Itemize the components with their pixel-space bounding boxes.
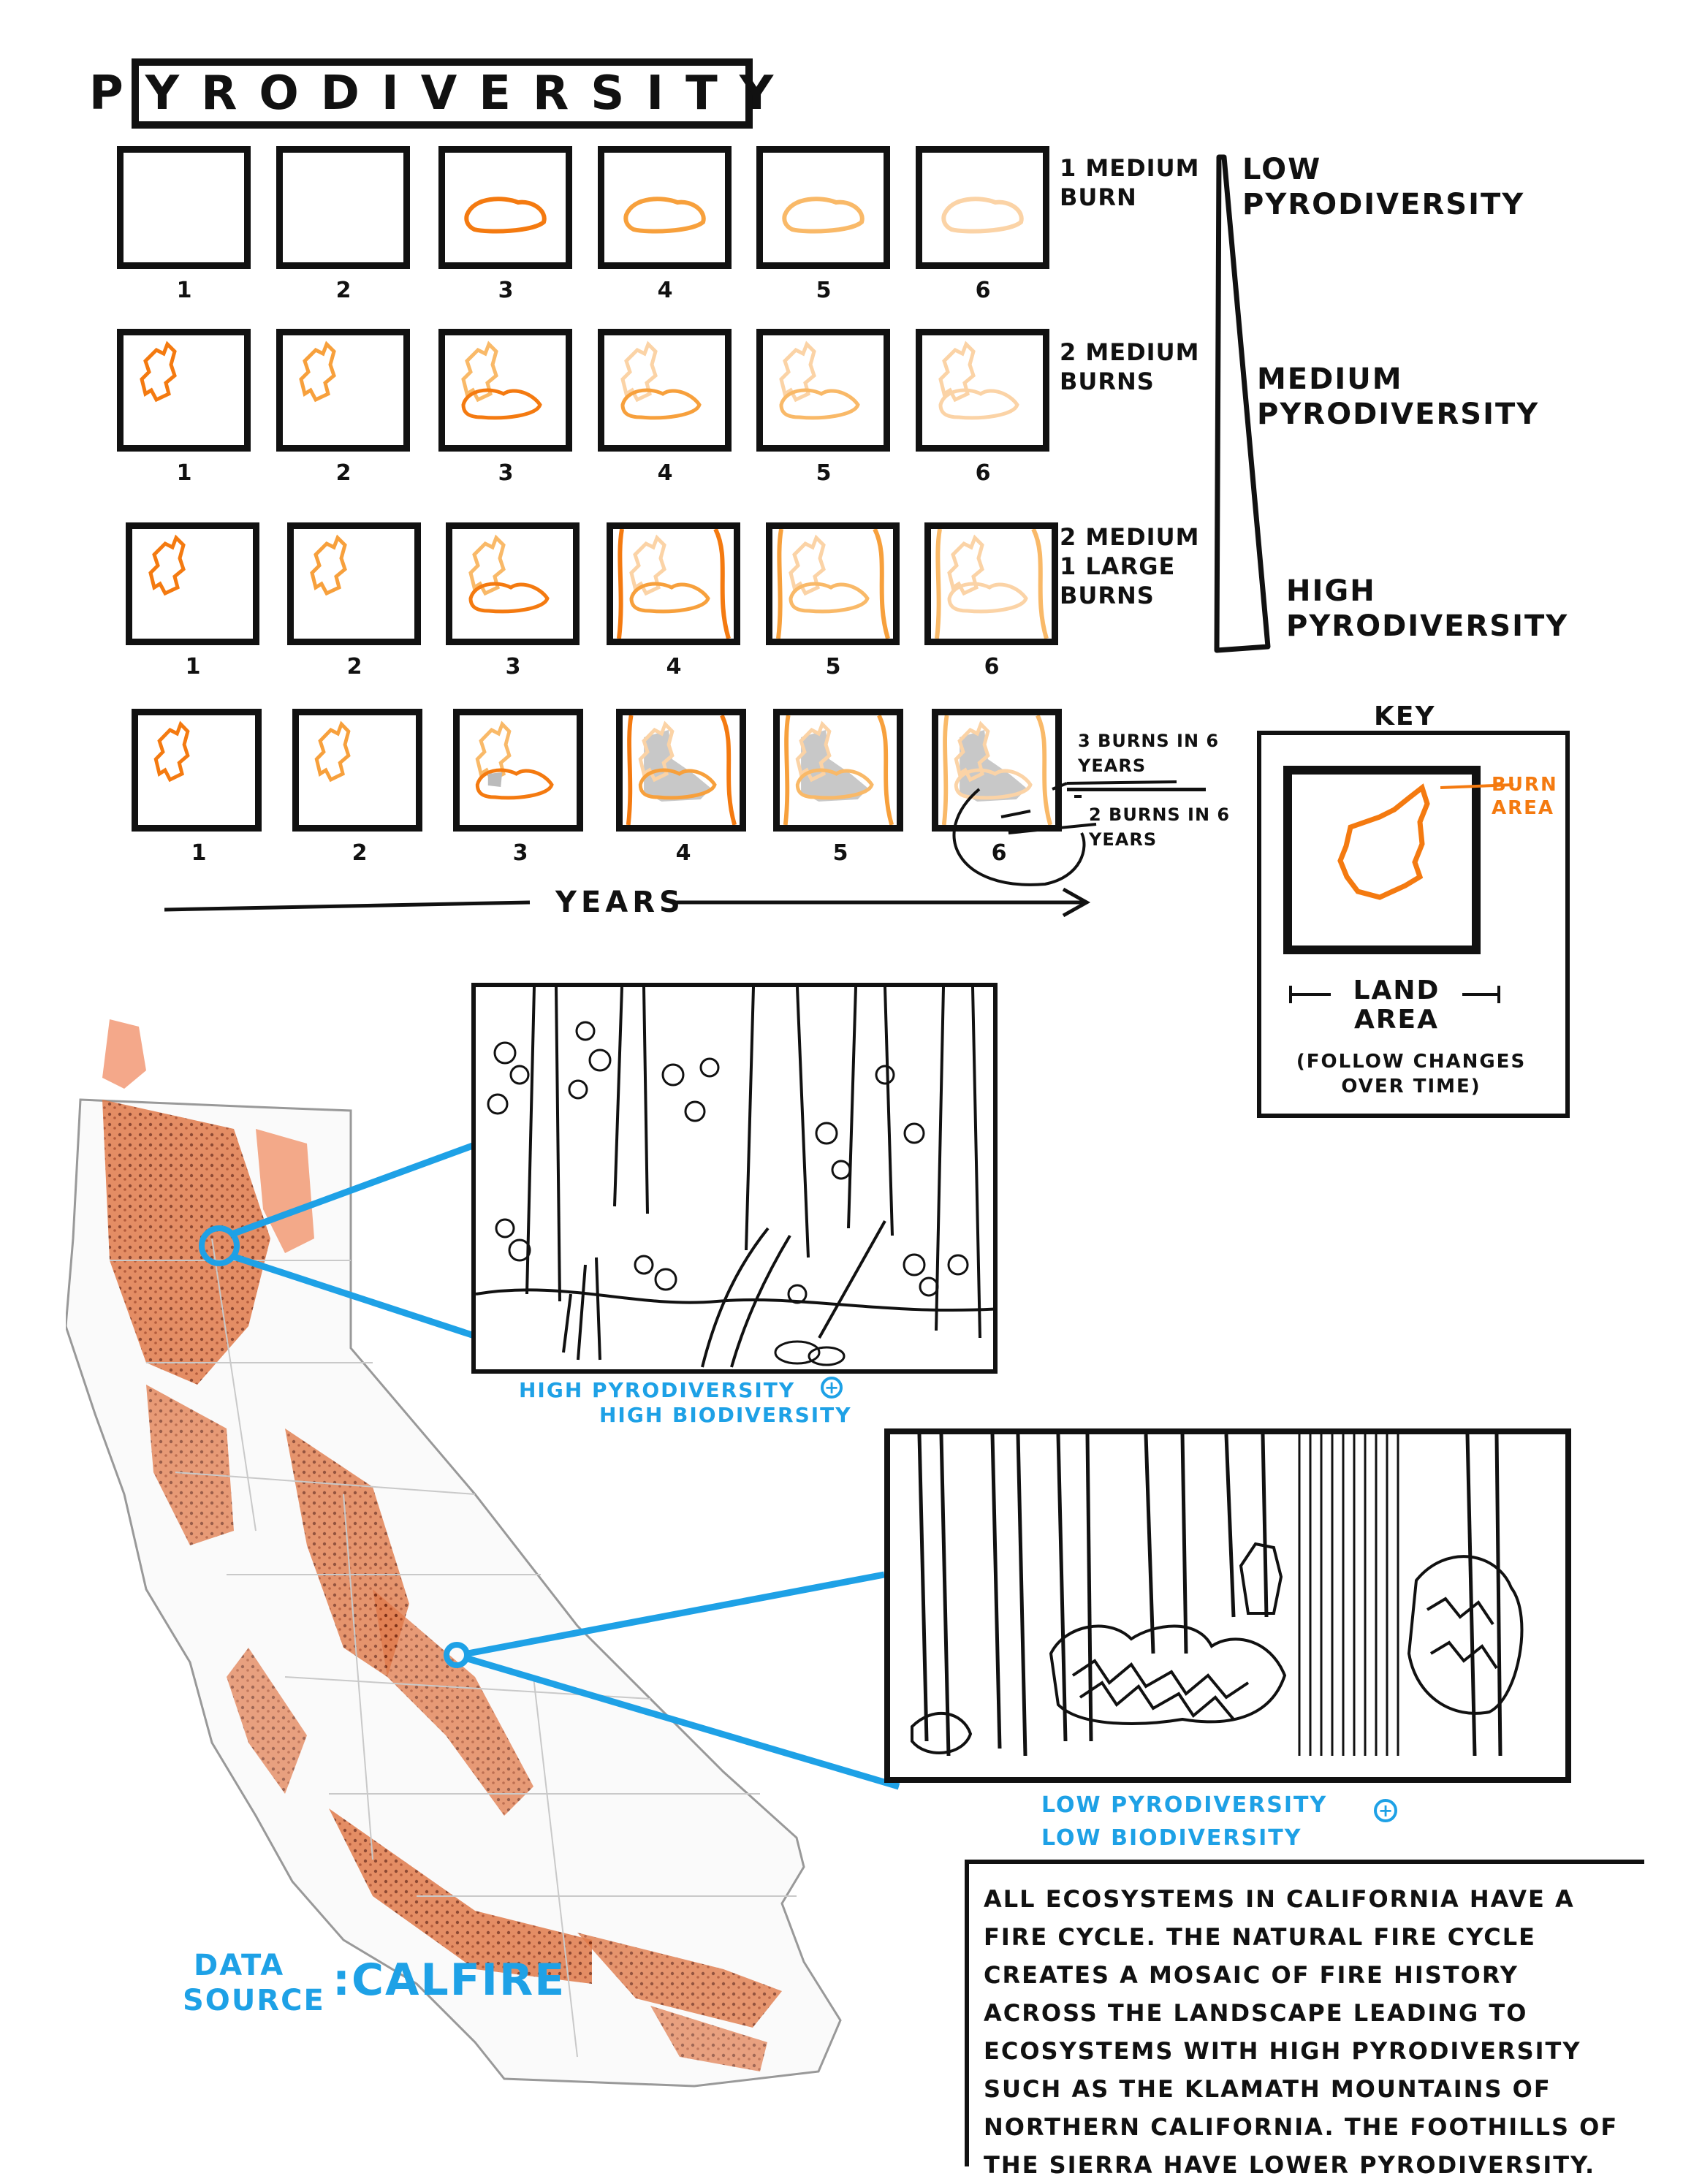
burn-panel-row3-year2 bbox=[287, 522, 421, 645]
burn-panel-row1-year1 bbox=[117, 146, 251, 269]
data-source-label2: SOURCE bbox=[183, 1984, 325, 2017]
year-number-row4-3: 3 bbox=[512, 840, 528, 866]
scale-medium-label: MEDIUM PYRODIVERSITY bbox=[1257, 362, 1540, 431]
data-source-label1: DATA bbox=[194, 1949, 285, 1982]
burn-panel-row1-year3 bbox=[438, 146, 572, 269]
burn-panel-row3-year5 bbox=[766, 522, 900, 645]
year-number-row4-5: 5 bbox=[832, 840, 848, 866]
burn-panel-row2-year2 bbox=[276, 329, 410, 452]
callout-high-line1: HIGH PYRODIVERSITY bbox=[519, 1378, 796, 1402]
year-number-row4-2: 2 bbox=[352, 840, 368, 866]
year-number-row3-5: 5 bbox=[825, 654, 841, 680]
callout-high-line2: HIGH BIODIVERSITY bbox=[599, 1403, 852, 1427]
row2-label: 2 MEDIUM BURNS bbox=[1060, 338, 1200, 395]
year-number-row2-1: 1 bbox=[176, 460, 192, 486]
forest-sketch-low-diversity bbox=[884, 1428, 1571, 1783]
burn-panel-row2-year1 bbox=[117, 329, 251, 452]
row3-label: 2 MEDIUM 1 LARGE BURNS bbox=[1060, 523, 1200, 609]
key-title: KEY bbox=[1374, 701, 1436, 731]
burn-panel-row1-year4 bbox=[598, 146, 732, 269]
year-number-row2-2: 2 bbox=[335, 460, 352, 486]
annotation-two-burns: 2 BURNS IN 6 YEARS bbox=[1089, 804, 1231, 850]
year-number-row3-2: 2 bbox=[346, 654, 362, 680]
key-burn-shape bbox=[1337, 783, 1430, 900]
year-number-row1-5: 5 bbox=[816, 278, 832, 303]
year-number-row3-6: 6 bbox=[984, 654, 1000, 680]
callout-high-plus-icon: + bbox=[821, 1377, 843, 1399]
callout-low-line1: LOW PYRODIVERSITY bbox=[1041, 1792, 1328, 1818]
key-burn-area-label: BURN AREA bbox=[1492, 774, 1558, 819]
burn-panel-row3-year6 bbox=[924, 522, 1058, 645]
data-source-value: :CALFIRE bbox=[333, 1955, 566, 2006]
year-number-row4-6: 6 bbox=[991, 840, 1007, 866]
burn-panel-row1-year2 bbox=[276, 146, 410, 269]
key-land-square bbox=[1283, 766, 1481, 954]
scale-high-label: HIGH PYRODIVERSITY bbox=[1286, 574, 1569, 643]
description-text: ALL ECOSYSTEMS IN CALIFORNIA HAVE A FIRE… bbox=[984, 1885, 1619, 2179]
scale-low-label: LOW PYRODIVERSITY bbox=[1242, 153, 1525, 221]
year-number-row3-3: 3 bbox=[505, 654, 521, 680]
california-fire-map bbox=[66, 1019, 842, 2088]
year-number-row3-1: 1 bbox=[185, 654, 201, 680]
key-burn-leader bbox=[1440, 783, 1514, 789]
burn-panel-row4-year1 bbox=[132, 709, 262, 832]
annotation-divider bbox=[1067, 788, 1206, 791]
pyrodiversity-scale-wedge bbox=[1214, 154, 1271, 653]
callout-low-plus-icon: + bbox=[1374, 1799, 1397, 1822]
year-number-row4-4: 4 bbox=[675, 840, 691, 866]
burn-panel-row4-year2 bbox=[292, 709, 422, 832]
key-land-area-label: LAND AREA bbox=[1353, 975, 1440, 1035]
burn-panel-row1-year5 bbox=[756, 146, 890, 269]
key-land-bracket bbox=[1289, 986, 1500, 1003]
axis-label-years: YEARS bbox=[555, 886, 685, 919]
burn-panel-row2-year4 bbox=[598, 329, 732, 452]
year-number-row3-4: 4 bbox=[666, 654, 682, 680]
callout-low-line2: LOW BIODIVERSITY bbox=[1041, 1825, 1302, 1851]
years-axis-arrow bbox=[164, 887, 1091, 918]
year-number-row2-4: 4 bbox=[657, 460, 673, 486]
annotation-arrows bbox=[952, 780, 1177, 886]
burn-panel-row2-year3 bbox=[438, 329, 572, 452]
burn-panel-row3-year1 bbox=[126, 522, 259, 645]
year-number-row1-3: 3 bbox=[498, 278, 514, 303]
year-number-row1-6: 6 bbox=[975, 278, 991, 303]
year-number-row1-4: 4 bbox=[657, 278, 673, 303]
year-number-row2-5: 5 bbox=[816, 460, 832, 486]
burn-panel-row4-year5 bbox=[773, 709, 903, 832]
burn-panel-row2-year5 bbox=[756, 329, 890, 452]
burn-panel-row3-year3 bbox=[446, 522, 580, 645]
burn-panel-row4-year6 bbox=[932, 709, 1062, 832]
year-number-row4-1: 1 bbox=[191, 840, 207, 866]
year-number-row1-2: 2 bbox=[335, 278, 352, 303]
year-number-row2-3: 3 bbox=[498, 460, 514, 486]
row1-label: 1 MEDIUM BURN bbox=[1060, 154, 1200, 211]
california-outline bbox=[66, 1098, 842, 2088]
year-number-row2-6: 6 bbox=[975, 460, 991, 486]
callout-circle-north bbox=[199, 1225, 240, 1266]
forest-sketch-high-diversity bbox=[471, 983, 998, 1374]
burn-panel-row2-year6 bbox=[916, 329, 1049, 452]
burn-panel-row4-year4 bbox=[616, 709, 746, 832]
burn-panel-row1-year6 bbox=[916, 146, 1049, 269]
key-box: BURN AREA LAND AREA (FOLLOW CHANGES OVER… bbox=[1257, 731, 1570, 1118]
description-box: ALL ECOSYSTEMS IN CALIFORNIA HAVE A FIRE… bbox=[965, 1860, 1644, 2179]
callout-circle-central bbox=[444, 1642, 470, 1668]
burn-panel-row3-year4 bbox=[607, 522, 740, 645]
burn-panel-row4-year3 bbox=[453, 709, 583, 832]
year-number-row1-1: 1 bbox=[176, 278, 192, 303]
page-title: PYRODIVERSITY bbox=[89, 58, 773, 129]
annotation-three-burns: 3 BURNS IN 6 YEARS bbox=[1078, 731, 1220, 776]
key-note: (FOLLOW CHANGES OVER TIME) bbox=[1296, 1051, 1527, 1097]
